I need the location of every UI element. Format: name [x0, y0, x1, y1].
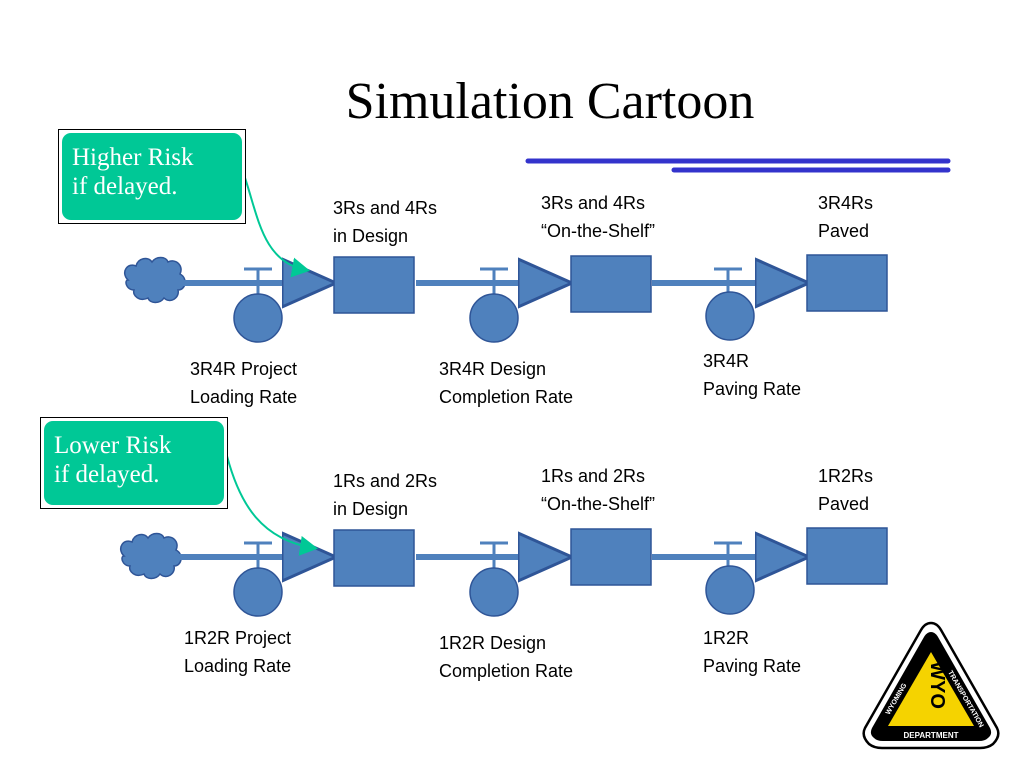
rate-label-loading: 3R4R Project Loading Rate — [190, 359, 298, 407]
rate-label-paving: 1R2R Paving Rate — [703, 628, 802, 676]
stock-label-shelf: 1Rs and 2Rs “On-the-Shelf” — [541, 466, 656, 514]
stock-label-paved: 3R4Rs Paved — [818, 193, 874, 241]
callout-lower-risk: Lower Risk if delayed. — [40, 417, 228, 509]
valve-3 — [705, 267, 755, 341]
cloud-source-icon — [120, 532, 182, 580]
stock-box-3 — [806, 254, 888, 312]
stock-label-shelf: 3Rs and 4Rs “On-the-Shelf” — [541, 193, 656, 241]
stock-label-design: 1Rs and 2Rs in Design — [333, 471, 438, 519]
logo-letters: WYO — [926, 661, 948, 709]
callout-arrow-upper — [243, 174, 310, 278]
stock-box-3 — [806, 527, 888, 585]
callout-arrow-lower — [226, 455, 318, 556]
rate-label-completion: 3R4R Design Completion Rate — [439, 359, 574, 407]
stock-label-design: 3Rs and 4Rs in Design — [333, 198, 438, 246]
callout-line-2: if delayed. — [54, 461, 160, 488]
lower-row — [120, 527, 888, 617]
stock-box-2 — [570, 528, 652, 586]
rate-label-loading: 1R2R Project Loading Rate — [184, 628, 292, 676]
valve-1 — [233, 267, 283, 343]
valve-3 — [705, 541, 755, 615]
stock-box-1 — [333, 256, 415, 314]
cloud-source-icon — [124, 256, 186, 304]
upper-row — [124, 254, 888, 343]
wydot-logo: WYO WYOMING TRANSPORTATION DEPARTMENT — [862, 621, 1000, 750]
stock-box-1 — [333, 529, 415, 587]
callout-higher-risk: Higher Risk if delayed. — [58, 129, 246, 224]
rate-label-completion: 1R2R Design Completion Rate — [439, 633, 574, 681]
logo-bottom-text: DEPARTMENT — [904, 731, 959, 740]
rate-label-paving: 3R4R Paving Rate — [703, 351, 802, 399]
slide-title: Simulation Cartoon — [345, 73, 755, 130]
valve-1 — [233, 541, 283, 617]
valve-2 — [469, 267, 519, 343]
callout-line-2: if delayed. — [72, 173, 178, 200]
callout-line-1: Higher Risk — [72, 144, 194, 171]
valve-2 — [469, 541, 519, 617]
stock-box-2 — [570, 255, 652, 313]
stock-label-paved: 1R2Rs Paved — [818, 466, 874, 514]
callout-line-1: Lower Risk — [54, 432, 172, 459]
